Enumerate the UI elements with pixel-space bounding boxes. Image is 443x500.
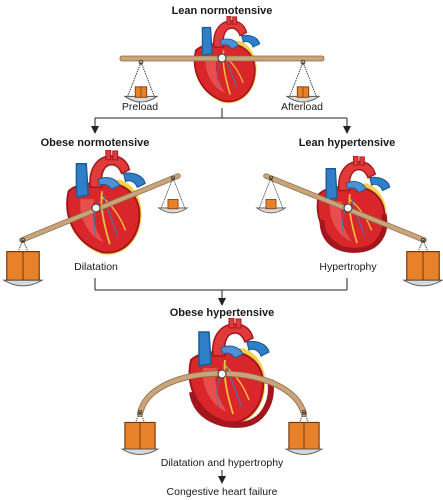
connector-middle (94, 278, 348, 306)
panel-lean-normotensive: Lean normotensive Preload Afterload (119, 5, 325, 113)
outcome-label: Congestive heart failure (167, 486, 278, 498)
panel-lean-hypertensive: Lean hypertensive Hypertrophy (256, 137, 443, 287)
balance-scale-top (119, 53, 325, 103)
heart-illustration-dilated (65, 150, 147, 256)
label-dilatation-and-hypertrophy: Dilatation and hypertrophy (161, 457, 284, 469)
panel-obese-hypertensive: Obese hypertensive Dilatation and hypert… (121, 307, 323, 469)
panel-title-lean-normotensive: Lean normotensive (172, 5, 273, 17)
weight-box-preload (124, 60, 158, 103)
panel-title-obese-hypertensive: Obese hypertensive (170, 307, 275, 319)
balance-scale-middle-right (256, 173, 443, 287)
label-hypertrophy: Hypertrophy (319, 261, 377, 273)
weight-box-dilatation (3, 238, 43, 287)
panel-title-lean-hypertensive: Lean hypertensive (299, 137, 396, 149)
panel-title-obese-normotensive: Obese normotensive (41, 137, 150, 149)
panel-obese-normotensive: Obese normotensive Dilatation (3, 137, 188, 287)
weight-box-hypertrophy (403, 238, 443, 287)
label-afterload: Afterload (281, 101, 323, 113)
balance-scale-middle-left (3, 173, 188, 287)
heart-illustration-combined (187, 318, 274, 428)
heart-illustration-hypertrophy (316, 156, 391, 254)
connector-top (91, 108, 351, 134)
balance-scale-bottom (121, 369, 323, 455)
label-preload: Preload (122, 101, 158, 113)
label-dilatation: Dilatation (74, 261, 118, 273)
weight-box-afterload (286, 60, 320, 103)
